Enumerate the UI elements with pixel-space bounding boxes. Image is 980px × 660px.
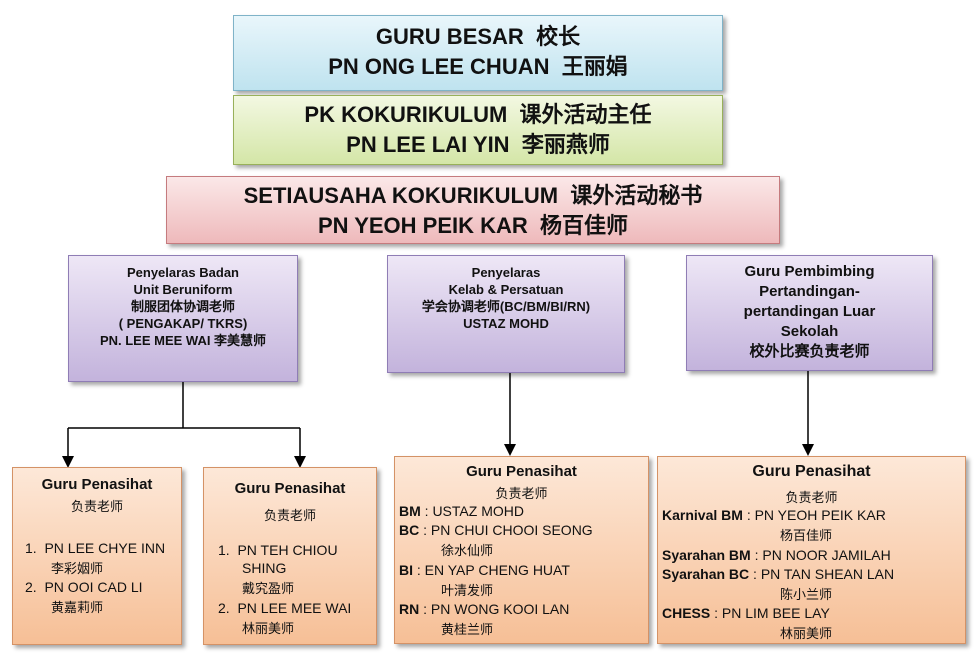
person-name: PN ONG LEE CHUAN	[328, 54, 550, 79]
advisor-subtitle: 负责老师	[263, 508, 316, 523]
advisor-item-cn: 李彩姻师	[51, 561, 104, 576]
role-cn-label: 校长	[536, 24, 581, 49]
advisor-title: Guru Penasihat	[234, 480, 346, 497]
advisor-box-clubs: Guru Penasihat 负责老师 BM : USTAZ MOHD BC :…	[394, 456, 649, 644]
advisor-item-cn: 林丽美师	[780, 626, 833, 641]
person-cn-name: 杨百佳师	[540, 213, 629, 238]
advisor-item: BC : PN CHUI CHOOI SEONG	[399, 522, 593, 538]
uniform-unit-coordinator-box: Penyelaras Badan Unit Beruniform 制服团体协调老…	[68, 255, 298, 382]
coordinator-line: USTAZ MOHD	[463, 316, 549, 331]
coordinator-line: PN. LEE MEE WAI 李美慧师	[99, 333, 267, 348]
advisor-item: Karnival BM : PN YEOH PEIK KAR	[662, 507, 886, 523]
advisor-item-cn: 黄嘉莉师	[51, 600, 104, 615]
advisor-item-cn: 陈小兰师	[780, 587, 833, 602]
clubs-coordinator-box: Penyelaras Kelab & Persatuan 学会协调老师(BC/B…	[387, 255, 625, 373]
advisor-item: Syarahan BM : PN NOOR JAMILAH	[662, 547, 891, 563]
advisor-item-cn: 杨百佳师	[780, 528, 833, 543]
coordinator-line: 制服团体协调老师	[130, 299, 235, 314]
person-cn-name: 李丽燕师	[521, 132, 610, 157]
role-label: SETIAUSAHA KOKURIKULUM	[243, 183, 559, 208]
advisor-item: BM : USTAZ MOHD	[399, 503, 524, 519]
coordinator-line: Penyelaras	[471, 265, 541, 280]
role-cn-label: 课外活动主任	[519, 102, 652, 127]
advisor-item-cn: 黄桂兰师	[441, 622, 494, 637]
coordinator-line: Guru Pembimbing	[744, 263, 875, 280]
advisor-title: Guru Penasihat	[41, 476, 153, 493]
role-label: PK KOKURIKULUM	[304, 102, 508, 127]
competitions-coordinator-box: Guru Pembimbing Pertandingan- pertanding…	[686, 255, 933, 371]
coordinator-line: 学会协调老师(BC/BM/BI/RN)	[421, 299, 591, 314]
coordinator-line: ( PENGAKAP/ TKRS)	[118, 316, 248, 331]
person-cn-name: 王丽娟	[561, 54, 628, 79]
advisor-item-line2: SHING	[242, 560, 287, 576]
coordinator-line: 校外比赛负责老师	[749, 343, 870, 360]
coordinator-line: Pertandingan-	[759, 283, 860, 300]
principal-box: GURU BESAR 校长 PN ONG LEE CHUAN 王丽娟	[233, 15, 723, 91]
advisor-item-cn: 戴究盈师	[242, 581, 295, 596]
advisor-item: BI : EN YAP CHENG HUAT	[399, 562, 570, 578]
advisor-item: 1. PN TEH CHIOU	[218, 542, 338, 558]
advisor-subtitle: 负责老师	[495, 486, 548, 501]
advisor-subtitle: 负责老师	[70, 499, 123, 514]
advisor-item: 2. PN OOI CAD LI	[25, 579, 143, 595]
advisor-box-uniform-2: Guru Penasihat 负责老师 1. PN TEH CHIOU SHIN…	[203, 467, 377, 645]
advisor-item: CHESS : PN LIM BEE LAY	[662, 605, 830, 621]
advisor-item: 1. PN LEE CHYE INN	[25, 540, 166, 556]
person-name: PN YEOH PEIK KAR	[317, 213, 528, 238]
advisor-item: Syarahan BC : PN TAN SHEAN LAN	[662, 566, 895, 582]
role-cn-label: 课外活动秘书	[570, 183, 703, 208]
advisor-item-cn: 林丽美师	[242, 621, 295, 636]
coordinator-line: Unit Beruniform	[133, 282, 233, 297]
advisor-box-uniform-1: Guru Penasihat 负责老师 1. PN LEE CHYE INN 李…	[12, 467, 182, 645]
advisor-subtitle: 负责老师	[785, 490, 838, 505]
role-label: GURU BESAR	[375, 24, 524, 49]
coordinator-line: Penyelaras Badan	[126, 265, 239, 280]
advisor-item: RN : PN WONG KOOI LAN	[399, 601, 570, 617]
advisor-item: 2. PN LEE MEE WAI	[218, 600, 352, 616]
coordinator-line: pertandingan Luar	[743, 303, 876, 320]
person-name: PN LEE LAI YIN	[346, 132, 510, 157]
advisor-title: Guru Penasihat	[466, 463, 577, 480]
advisor-box-competitions: Guru Penasihat 负责老师 Karnival BM : PN YEO…	[657, 456, 966, 644]
advisor-title: Guru Penasihat	[752, 463, 871, 480]
advisor-item-cn: 徐水仙师	[441, 543, 494, 558]
coordinator-line: Sekolah	[780, 323, 839, 340]
cocurriculum-secretary-box: SETIAUSAHA KOKURIKULUM 课外活动秘书 PN YEOH PE…	[166, 176, 780, 244]
advisor-item-cn: 叶清发师	[441, 583, 494, 598]
cocurriculum-head-box: PK KOKURIKULUM 课外活动主任 PN LEE LAI YIN 李丽燕…	[233, 95, 723, 165]
coordinator-line: Kelab & Persatuan	[448, 282, 564, 297]
